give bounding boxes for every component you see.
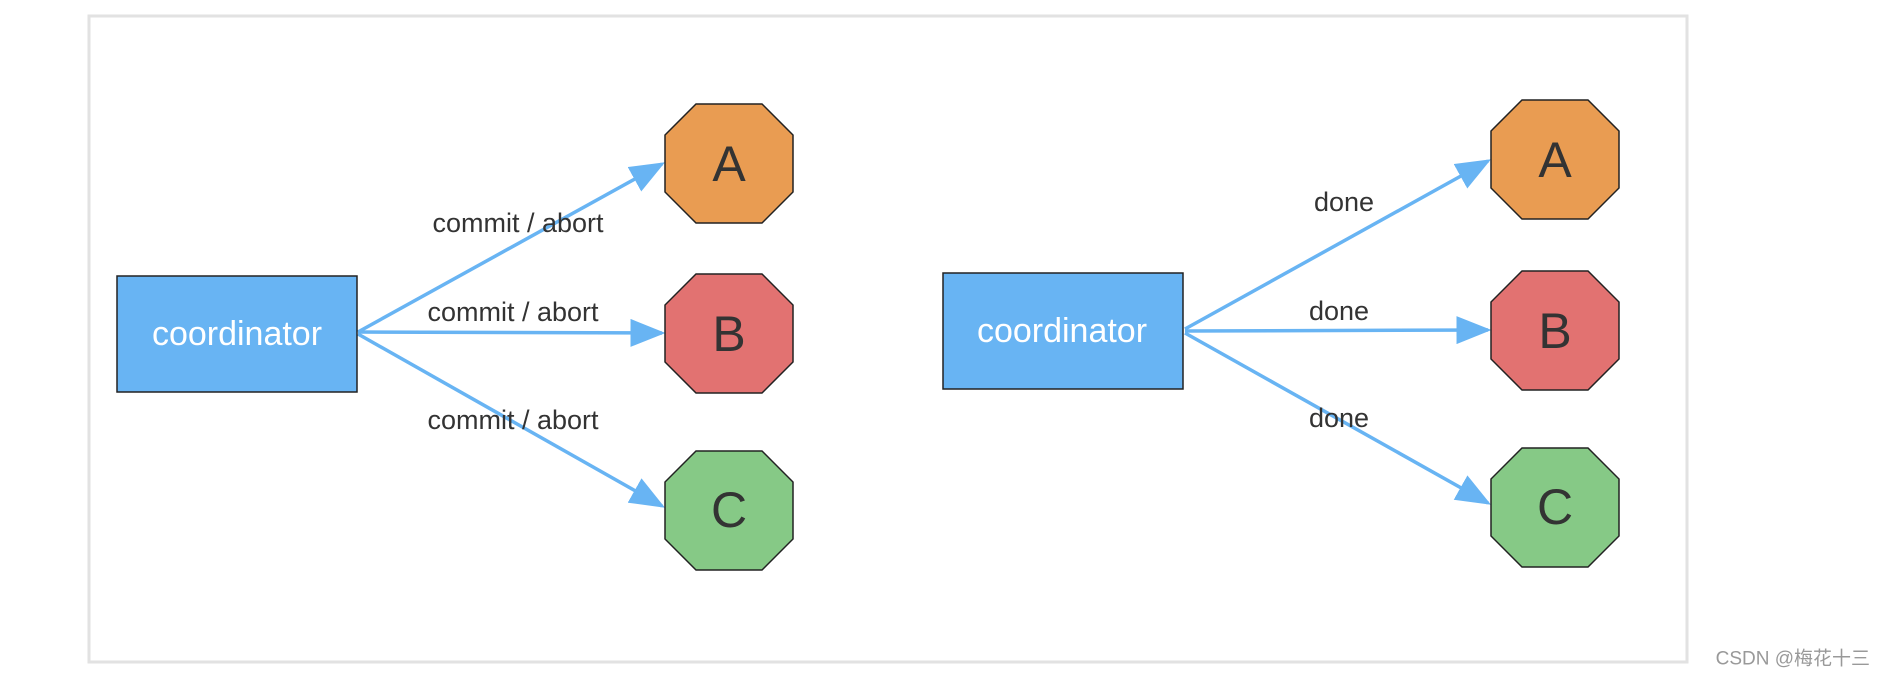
diagram-frame [87,14,1689,664]
left-edge-label-b: commit / abort [427,297,599,327]
left-edge-to-b [357,318,666,347]
right-node-c-octagon [1490,447,1620,568]
right-node-a-octagon [1490,99,1620,220]
left-node-b-octagon [664,273,794,394]
right-node-b-label: B [1538,303,1571,359]
right-node-b-octagon [1490,270,1620,391]
right-node-a-label: A [1538,132,1572,188]
left-node-c-octagon [664,450,794,571]
watermark: CSDN @梅花十三 [1716,648,1870,670]
right-edge-to-a [1184,159,1492,331]
left-coordinator-label: coordinator [152,315,322,353]
right-coordinator-box [942,272,1184,390]
right-edge-to-c [1184,331,1492,505]
left-node-c-label: C [711,482,747,538]
right-node-c-label: C [1537,479,1573,535]
right-panel: coordinator done done done A B C [942,99,1620,568]
right-edge-to-b [1184,316,1492,345]
right-coordinator-label: coordinator [977,312,1147,350]
left-edge-to-a [357,162,666,334]
left-node-b-label: B [712,306,745,362]
left-node-a-octagon [664,103,794,224]
right-edge-label-a: done [1314,187,1374,217]
left-node-a-label: A [712,136,746,192]
left-edge-label-c: commit / abort [427,405,599,435]
left-panel: coordinator commit / abort commit / abor… [116,103,794,571]
right-edge-label-c: done [1309,403,1369,433]
left-edge-to-c [357,332,666,508]
right-edge-label-b: done [1309,296,1369,326]
left-coordinator-box [116,275,358,393]
left-edge-label-a: commit / abort [432,208,604,238]
